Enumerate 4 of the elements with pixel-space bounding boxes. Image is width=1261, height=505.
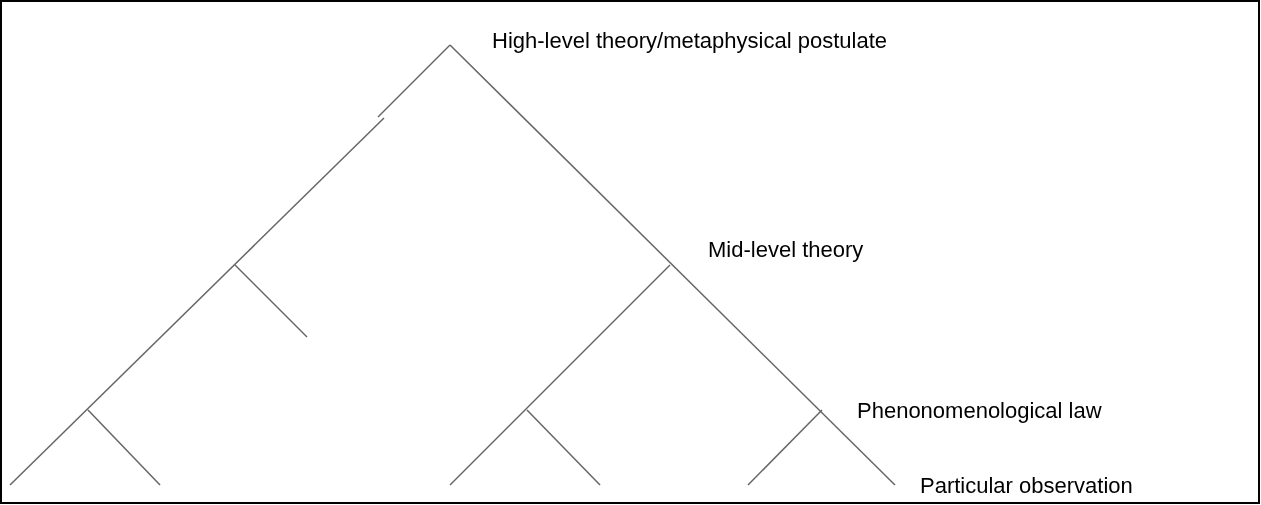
level-label: Mid-level theory bbox=[708, 237, 864, 263]
level-label: High-level theory/metaphysical postulate bbox=[492, 28, 887, 54]
level-label: Phenonomenological law bbox=[857, 398, 1102, 424]
level-label: Particular observation bbox=[920, 473, 1133, 499]
